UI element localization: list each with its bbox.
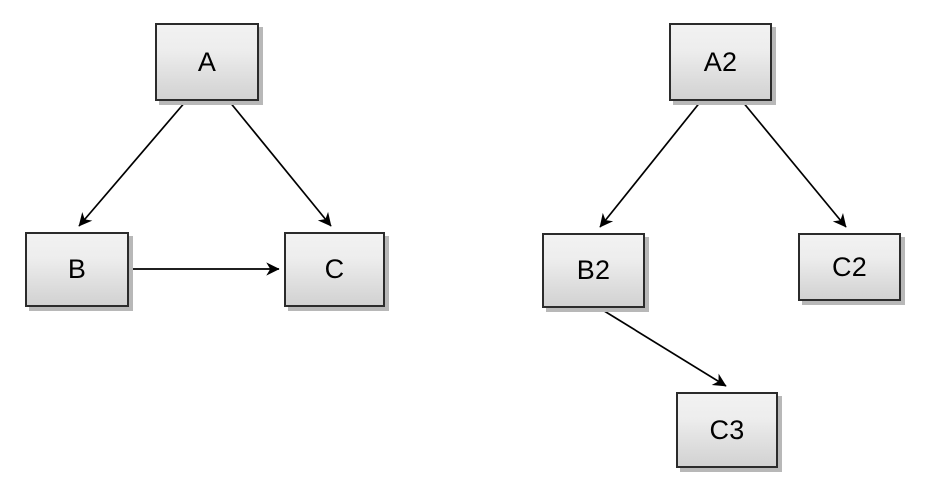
edge-a2-to-c2 [741, 100, 847, 228]
node-c2-label: C2 [832, 251, 867, 282]
node-b2-label: B2 [576, 255, 611, 285]
edge-a-to-c [228, 100, 332, 227]
node-b[interactable]: B [25, 232, 129, 307]
node-a[interactable]: A [155, 23, 259, 101]
node-c-label: C [324, 254, 345, 284]
node-c2[interactable]: C2 [798, 233, 901, 301]
node-b2[interactable]: B2 [542, 233, 645, 308]
node-b-label: B [67, 254, 87, 284]
node-c3-label: C3 [709, 414, 745, 445]
node-a2-label: A2 [703, 46, 738, 77]
edge-a-to-b [78, 100, 187, 227]
node-c[interactable]: C [284, 232, 385, 307]
node-c3[interactable]: C3 [676, 392, 778, 468]
edge-b2-to-c3 [600, 308, 727, 387]
edge-a2-to-b2 [599, 100, 702, 228]
node-a2[interactable]: A2 [669, 23, 772, 101]
node-a-label: A [197, 46, 217, 77]
